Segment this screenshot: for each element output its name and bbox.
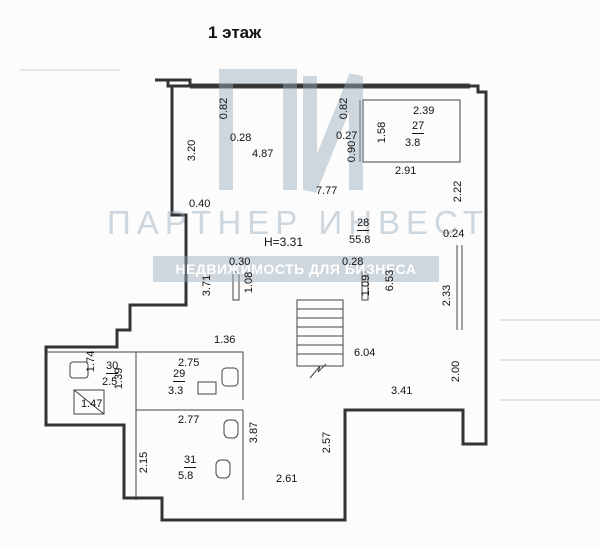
dim-label: 2.15 bbox=[138, 451, 151, 474]
dim-label: 4.87 bbox=[252, 148, 274, 160]
watermark-company: ПАРТНЕР ИНВЕСТ bbox=[107, 204, 489, 241]
dim-label: 0.28 bbox=[342, 256, 364, 268]
sink-room-29 bbox=[221, 367, 239, 387]
dim-label: 1.08 bbox=[243, 271, 256, 294]
dim-label: 3.20 bbox=[186, 139, 199, 162]
floor-title: 1 этаж bbox=[208, 23, 262, 42]
dim-label: 2.77 bbox=[178, 414, 200, 426]
top-window bbox=[190, 83, 470, 89]
dim-label: 6.04 bbox=[354, 347, 376, 359]
dim-label: 2.33 bbox=[441, 284, 454, 307]
room-27-area: 3.8 bbox=[405, 137, 421, 149]
ceiling-height: H=3.31 bbox=[264, 235, 304, 249]
dim-label: 1.09 bbox=[360, 274, 373, 297]
sink-room-30 bbox=[69, 361, 89, 379]
dim-label: 3.71 bbox=[201, 274, 214, 297]
dim-label: 7.77 bbox=[316, 185, 338, 197]
dim-label: 0.82 bbox=[218, 97, 231, 120]
dim-label: 3.87 bbox=[248, 421, 261, 444]
dim-label: 0.30 bbox=[229, 256, 251, 268]
shower-room-30 bbox=[73, 389, 105, 415]
dim-label: 1.47 bbox=[81, 398, 103, 410]
room-31-area: 5.8 bbox=[178, 470, 194, 482]
background-lines bbox=[20, 69, 600, 401]
dim-label: 1.58 bbox=[376, 121, 389, 144]
room-28-area: 55.8 bbox=[349, 234, 371, 246]
fixture-room-29 bbox=[197, 381, 217, 395]
dim-label: 0.40 bbox=[189, 198, 211, 210]
dim-label: 1.36 bbox=[214, 334, 236, 346]
stair-break-line bbox=[309, 363, 327, 379]
dim-label: 0.24 bbox=[443, 228, 465, 240]
outer-wall bbox=[44, 80, 488, 522]
watermark-logo-icon bbox=[219, 69, 363, 193]
dim-label: 0.28 bbox=[230, 132, 252, 144]
dim-label: 0.27 bbox=[336, 130, 358, 142]
room-29-area: 3.3 bbox=[168, 385, 184, 397]
staircase bbox=[296, 299, 344, 367]
bathroom-walls bbox=[46, 351, 244, 500]
dim-label: 2.61 bbox=[276, 473, 298, 485]
dim-label: 2.39 bbox=[413, 105, 435, 117]
toilet-room-31b bbox=[215, 459, 231, 479]
room-27-number: 27 bbox=[412, 120, 425, 134]
room-27-walls bbox=[362, 99, 461, 163]
room-31-number: 31 bbox=[184, 454, 197, 468]
dim-label: 6.53 bbox=[384, 269, 397, 292]
dim-label: 0.90 bbox=[346, 140, 359, 163]
watermark-tagline: НЕДВИЖИМОСТЬ ДЛЯ БИЗНЕСА bbox=[175, 261, 417, 277]
toilet-room-31a bbox=[223, 419, 239, 439]
dim-label: 2.75 bbox=[178, 357, 200, 369]
right-window bbox=[456, 245, 463, 330]
room-29-number: 29 bbox=[173, 368, 186, 382]
dim-label: 3.41 bbox=[391, 385, 413, 397]
dim-label: 2.00 bbox=[450, 360, 463, 383]
room-30-area: 2.5 bbox=[102, 376, 118, 388]
dim-label: 1.74 bbox=[85, 350, 98, 373]
column-right bbox=[361, 271, 369, 301]
dim-label: 1.39 bbox=[113, 367, 126, 390]
dim-label: 2.57 bbox=[321, 431, 334, 454]
room-30-number: 30 bbox=[106, 360, 119, 374]
dim-label: 2.22 bbox=[452, 180, 465, 203]
dim-label: 2.91 bbox=[395, 165, 417, 177]
dim-label: 0.82 bbox=[338, 97, 351, 120]
column-left bbox=[232, 271, 240, 301]
room-28-number: 28 bbox=[357, 217, 370, 231]
watermark-tagline-band: НЕДВИЖИМОСТЬ ДЛЯ БИЗНЕСА bbox=[153, 256, 439, 282]
